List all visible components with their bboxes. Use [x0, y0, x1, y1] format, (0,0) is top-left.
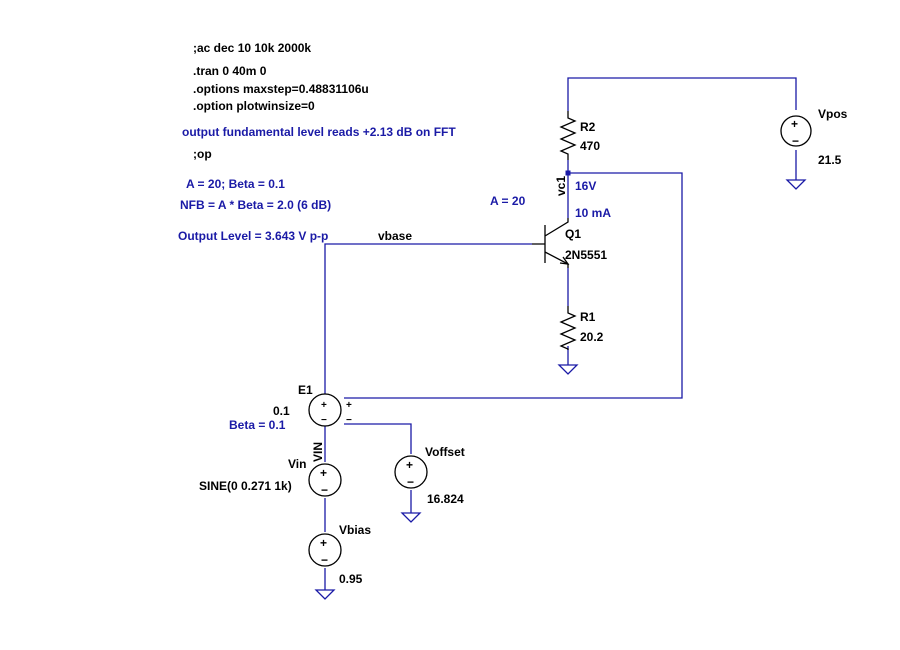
source-voffset-plus: +: [406, 458, 413, 472]
net-label-vbase[interactable]: vbase: [378, 229, 412, 243]
source-vin[interactable]: + − Vin SINE(0 0.271 1k): [199, 457, 342, 497]
net-label-vin[interactable]: VIN: [311, 442, 325, 462]
junction-dot: [565, 170, 571, 176]
transistor-q1-model: 2N5551: [565, 248, 607, 262]
directive-op[interactable]: ;op: [193, 147, 212, 161]
source-vin-body: [308, 463, 342, 497]
source-vpos-plus: +: [791, 117, 798, 131]
source-vbias-value: 0.95: [339, 572, 363, 586]
source-vin-value: SINE(0 0.271 1k): [199, 479, 292, 493]
emitter-arrow-icon: [559, 256, 570, 265]
resistor-r1-value: 20.2: [580, 330, 604, 344]
wire-top-rail[interactable]: [567, 77, 797, 111]
ground-voffset-icon: [400, 512, 422, 523]
note-gain-transistor[interactable]: A = 20: [490, 194, 526, 208]
source-vbias-minus: −: [321, 553, 328, 567]
source-e1-param: Beta = 0.1: [229, 418, 286, 432]
wire-vbase[interactable]: [324, 243, 532, 394]
source-vin-minus: −: [321, 483, 328, 497]
transistor-q1[interactable]: Q1 2N5551: [532, 218, 607, 268]
source-vbias-plus: +: [320, 536, 327, 550]
source-e1[interactable]: + − + − E1 0.1 Beta = 0.1: [229, 383, 352, 432]
label-collector-current: 10 mA: [575, 206, 611, 220]
source-vbias[interactable]: + − Vbias 0.95: [308, 523, 371, 586]
source-e1-minus: −: [321, 415, 327, 426]
ground-vbias-icon: [314, 589, 336, 600]
source-e1-body: [308, 393, 342, 427]
source-vin-plus: +: [320, 466, 327, 480]
ground-vpos-icon: [785, 179, 807, 190]
resistor-r2-value: 470: [580, 139, 600, 153]
source-vbias-body: [308, 533, 342, 567]
resistor-r1-symbol: [559, 306, 577, 350]
source-vbias-name: Vbias: [339, 523, 371, 537]
wire-vc1-feedback[interactable]: [344, 172, 683, 399]
note-fft[interactable]: output fundamental level reads +2.13 dB …: [182, 125, 456, 139]
source-vpos-body: [780, 115, 812, 147]
source-e1-name: E1: [298, 383, 313, 397]
resistor-r2-symbol: [559, 111, 577, 160]
resistor-r1[interactable]: R1 20.2: [559, 306, 604, 350]
resistor-r2-name: R2: [580, 120, 596, 134]
directive-ac[interactable]: ;ac dec 10 10k 2000k: [193, 41, 311, 55]
directive-tran[interactable]: .tran 0 40m 0: [193, 64, 267, 78]
source-vin-name: Vin: [288, 457, 306, 471]
note-nfb[interactable]: NFB = A * Beta = 2.0 (6 dB): [180, 198, 331, 212]
resistor-r1-name: R1: [580, 310, 596, 324]
source-vpos[interactable]: + − Vpos 21.5: [780, 107, 848, 167]
source-e1-value: 0.1: [273, 404, 290, 418]
transistor-q1-name: Q1: [565, 227, 581, 241]
source-voffset-value: 16.824: [427, 492, 464, 506]
source-voffset[interactable]: + − Voffset 16.824: [394, 445, 465, 506]
note-gain-beta[interactable]: A = 20; Beta = 0.1: [186, 177, 285, 191]
source-voffset-name: Voffset: [425, 445, 465, 459]
net-label-vc1[interactable]: vc1: [554, 176, 568, 196]
source-vpos-name: Vpos: [818, 107, 848, 121]
resistor-r2[interactable]: R2 470: [559, 111, 600, 160]
source-voffset-minus: −: [407, 475, 414, 489]
source-e1-plus: +: [321, 400, 327, 411]
directive-plotwinsize[interactable]: .option plotwinsize=0: [193, 99, 315, 113]
source-e1-ctrl-minus: −: [346, 415, 352, 426]
source-e1-ctrl-plus: +: [346, 400, 352, 411]
transistor-q1-symbol: [532, 218, 569, 268]
source-voffset-body: [394, 455, 428, 489]
ground-r1-icon: [557, 364, 579, 375]
wire-e1-voffset[interactable]: [344, 423, 412, 454]
directive-options[interactable]: .options maxstep=0.48831106u: [193, 82, 369, 96]
source-vpos-value: 21.5: [818, 153, 842, 167]
label-vc1-voltage: 16V: [575, 179, 596, 193]
source-vpos-minus: −: [792, 134, 799, 148]
note-output-level[interactable]: Output Level = 3.643 V p-p: [178, 229, 328, 243]
